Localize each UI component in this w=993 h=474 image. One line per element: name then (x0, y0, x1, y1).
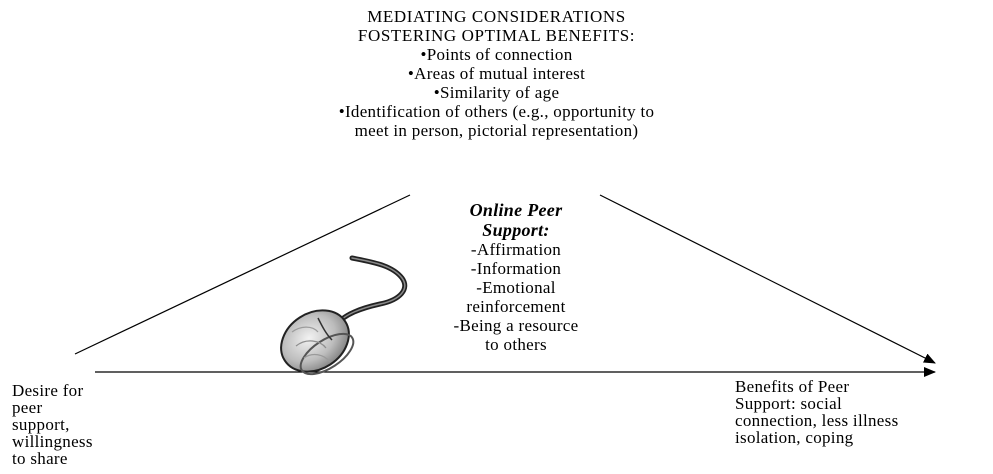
support-item-affirmation: -Affirmation (470, 240, 562, 259)
support-item-being-a-resource: -Being a resource (453, 316, 579, 335)
support-item-to-others: to others (485, 335, 547, 354)
mediating-considerations-block: MEDIATING CONSIDERATIONS FOSTERING OPTIM… (200, 7, 793, 140)
bullet-points-of-connection: •Points of connection (420, 45, 573, 64)
triangle-left-side (74, 194, 411, 355)
right-label-line-2: Support: social (735, 394, 842, 413)
left-label-line-4: willingness (12, 432, 93, 451)
bullet-identification-continuation: meet in person, pictorial representation… (354, 121, 639, 140)
mediating-heading-line-1: MEDIATING CONSIDERATIONS (367, 7, 626, 26)
support-item-emotional: -Emotional (476, 278, 556, 297)
right-label-line-1: Benefits of Peer (735, 377, 850, 396)
bullet-areas-of-mutual-interest: •Areas of mutual interest (407, 64, 586, 83)
online-peer-support-block: Online Peer Support: -Affirmation -Infor… (396, 200, 636, 354)
mouse-cable-highlight (334, 257, 406, 327)
support-item-reinforcement: reinforcement (466, 297, 566, 316)
left-label-line-3: support, (12, 415, 70, 434)
mouse-texture-2 (295, 340, 327, 349)
bullet-similarity-of-age: •Similarity of age (433, 83, 560, 102)
mouse-button-split (317, 317, 333, 341)
left-label-line-5: to share (12, 449, 68, 468)
right-label-line-3: connection, less illness (735, 411, 899, 430)
mouse-texture-1 (291, 326, 319, 333)
desire-for-peer-support-label: Desire for peer support, willingness to … (12, 382, 162, 467)
right-label-line-4: isolation, coping (735, 428, 854, 447)
mediating-heading-line-2: FOSTERING OPTIMAL BENEFITS: (357, 26, 636, 45)
benefits-of-peer-support-label: Benefits of Peer Support: social connect… (735, 378, 990, 446)
left-label-line-2: peer (12, 398, 43, 417)
mouse-cable (332, 255, 408, 329)
left-label-line-1: Desire for (12, 381, 84, 400)
online-peer-support-title-line-1: Online Peer (469, 200, 563, 220)
mouse-texture-3 (303, 353, 331, 363)
online-peer-support-title-line-2: Support: (482, 220, 550, 240)
computer-mouse-icon (280, 255, 408, 376)
bullet-identification-of-others: •Identification of others (e.g., opportu… (338, 102, 655, 121)
support-item-information: -Information (470, 259, 562, 278)
triangle-right-side (599, 194, 936, 364)
